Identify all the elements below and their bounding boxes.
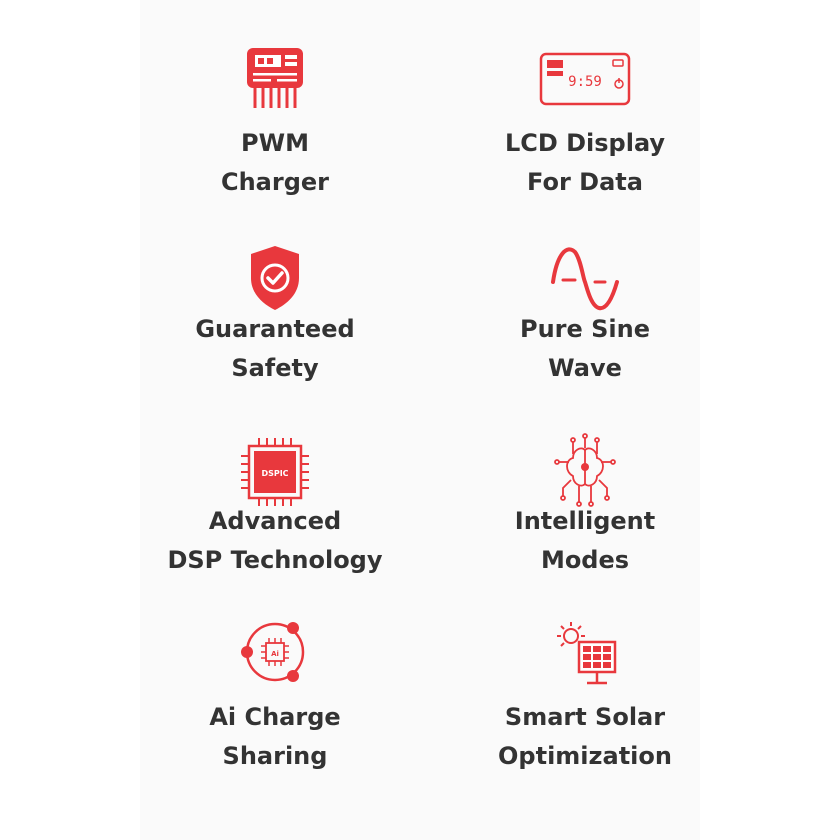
dsp-chip-text: DSPIC	[261, 469, 288, 478]
feature-label-line2: Optimization	[498, 742, 672, 770]
feature-label-line2: For Data	[527, 168, 643, 196]
shield-check-icon	[225, 238, 325, 318]
pwm-charger-icon	[225, 40, 325, 120]
feature-label-line1: PWM	[241, 129, 309, 157]
feature-label-line2: Charger	[220, 168, 330, 196]
sine-wave-icon	[535, 238, 635, 318]
feature-label-line2: Wave	[548, 354, 622, 382]
feature-label-line2: Sharing	[222, 742, 328, 770]
feature-label: LCD Display For Data	[435, 124, 735, 202]
feature-label: Smart Solar Optimization	[435, 698, 735, 776]
lcd-display-icon: 9:59	[535, 40, 635, 120]
dsp-chip-icon: DSPIC	[225, 432, 325, 512]
feature-label: Guaranteed Safety	[125, 310, 425, 388]
feature-panel	[140, 0, 700, 840]
solar-panel-icon	[535, 612, 635, 692]
feature-label-line1: Advanced	[208, 507, 342, 535]
ai-chip-text: Ai	[271, 650, 279, 658]
feature-label-line2: Safety	[231, 354, 319, 382]
feature-label: Intelligent Modes	[435, 502, 735, 580]
feature-label: Pure Sine Wave	[435, 310, 735, 388]
feature-label-line2: Modes	[540, 546, 630, 574]
feature-label-line2: DSP Technology	[167, 546, 383, 574]
feature-label-line1: LCD Display	[504, 129, 666, 157]
feature-label: Ai Charge Sharing	[125, 698, 425, 776]
feature-label-line1: Guaranteed	[195, 315, 355, 343]
feature-label-line1: Pure Sine	[519, 315, 651, 343]
feature-label: Advanced DSP Technology	[125, 502, 425, 580]
brain-circuit-icon	[535, 432, 635, 512]
feature-label-line1: Intelligent	[514, 507, 656, 535]
ai-sharing-icon: Ai	[225, 612, 325, 692]
feature-label-line1: Ai Charge	[209, 703, 341, 731]
feature-label-line1: Smart Solar	[504, 703, 666, 731]
feature-label: PWM Charger	[125, 124, 425, 202]
lcd-display-digits: 9:59	[568, 74, 602, 90]
